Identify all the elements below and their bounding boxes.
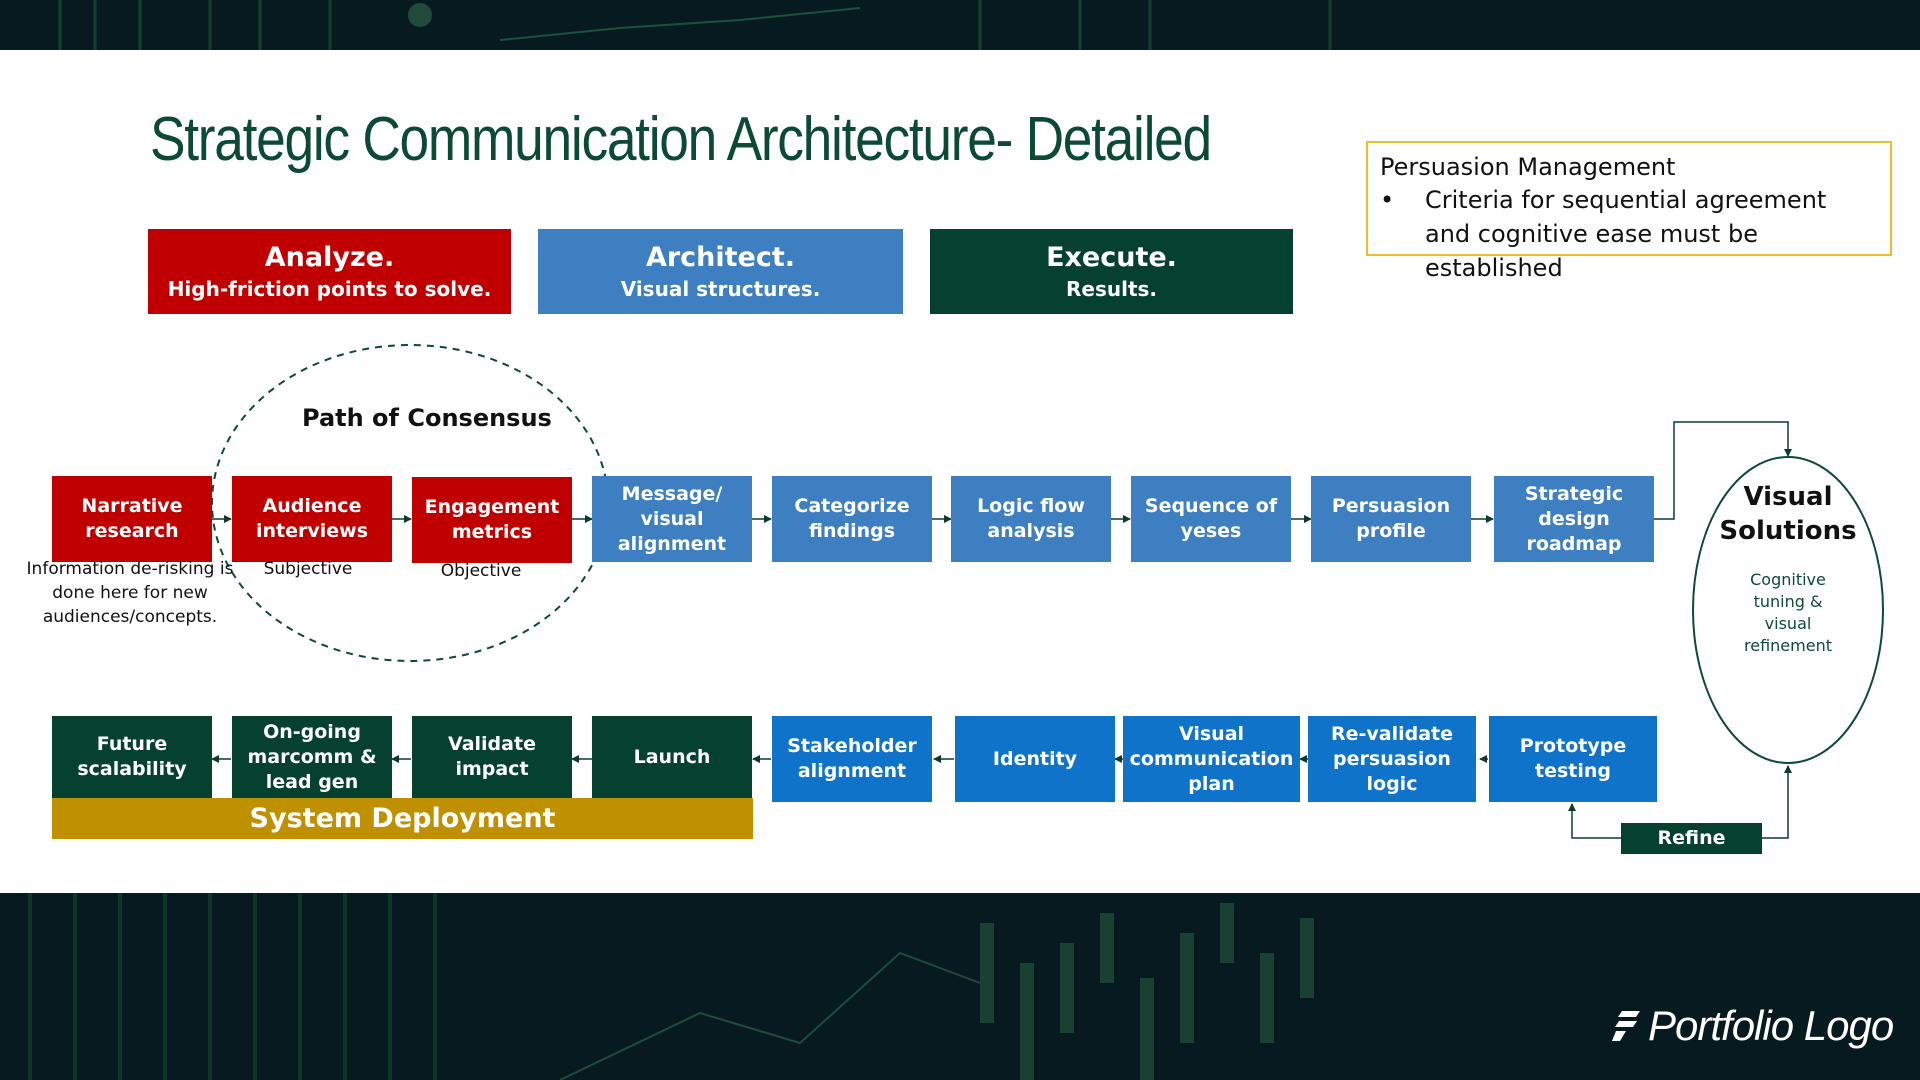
refine-label: Refine [1621,823,1762,854]
stock-chart-decoration [0,0,1920,50]
step-stakeholder-alignment: Stakeholder alignment [772,716,932,802]
persuasion-management-title: Persuasion Management [1380,153,1676,181]
caption-narrative-research: Information de-risking is done here for … [26,559,234,627]
step-narrative-research: Narrative research [52,476,212,562]
bullet-icon: • [1380,186,1395,214]
caption-objective: Objective [440,561,522,581]
page-title: Strategic Communication Architecture- De… [150,105,1212,174]
phase-analyze: Analyze. High-friction points to solve. [148,229,511,314]
step-persuasion-profile: Persuasion profile [1311,476,1471,562]
phase-execute: Execute. Results. [930,229,1293,314]
step-message-visual-alignment: Message/ visual alignment [592,476,752,562]
step-launch: Launch [592,716,752,798]
visual-solutions-ellipse [1692,456,1884,764]
path-of-consensus-label: Path of Consensus [302,404,552,432]
step-validate-impact: Validate impact [412,716,572,798]
phase-architect: Architect. Visual structures. [538,229,903,314]
logo-text: Portfolio Logo [1648,1002,1894,1049]
phase-analyze-subtitle: High-friction points to solve. [167,277,492,301]
phase-architect-subtitle: Visual structures. [620,277,821,301]
portfolio-logo: Portfolio Logo [1612,1002,1894,1050]
step-ongoing-marcomm: On-going marcomm & lead gen [232,716,392,798]
phase-analyze-title: Analyze. [264,242,395,273]
caption-subjective: Subjective [263,559,353,579]
phase-execute-subtitle: Results. [1065,277,1158,301]
step-engagement-metrics: Engagement metrics [412,477,572,563]
logo-mark-icon [1612,1011,1640,1041]
visual-solutions-subtitle: Cognitive tuning & visual refinement [1744,570,1832,655]
step-strategic-design-roadmap: Strategic design roadmap [1494,476,1654,562]
step-identity: Identity [955,716,1115,802]
visual-solutions-title: Visual Solutions [1719,482,1857,546]
step-prototype-testing: Prototype testing [1489,716,1657,802]
phase-execute-title: Execute. [1046,242,1177,273]
system-deployment-bar: System Deployment [52,798,753,839]
step-visual-communication-plan: Visual communication plan [1123,716,1300,802]
step-future-scalability: Future scalability [52,716,212,798]
stock-chart-background [0,893,1920,1080]
footer-band [0,893,1920,1080]
phase-architect-title: Architect. [645,242,796,273]
persuasion-management-text: Criteria for sequential agreement and co… [1425,186,1827,282]
step-revalidate-persuasion-logic: Re-validate persuasion logic [1308,716,1476,802]
step-logic-flow-analysis: Logic flow analysis [951,476,1111,562]
step-categorize-findings: Categorize findings [772,476,932,562]
persuasion-management-bullet: • Criteria for sequential agreement and … [1380,183,1878,285]
persuasion-management-box: Persuasion Management • Criteria for seq… [1366,141,1892,282]
step-audience-interviews: Audience interviews [232,476,392,562]
step-sequence-of-yeses: Sequence of yeses [1131,476,1291,562]
header-band [0,0,1920,50]
